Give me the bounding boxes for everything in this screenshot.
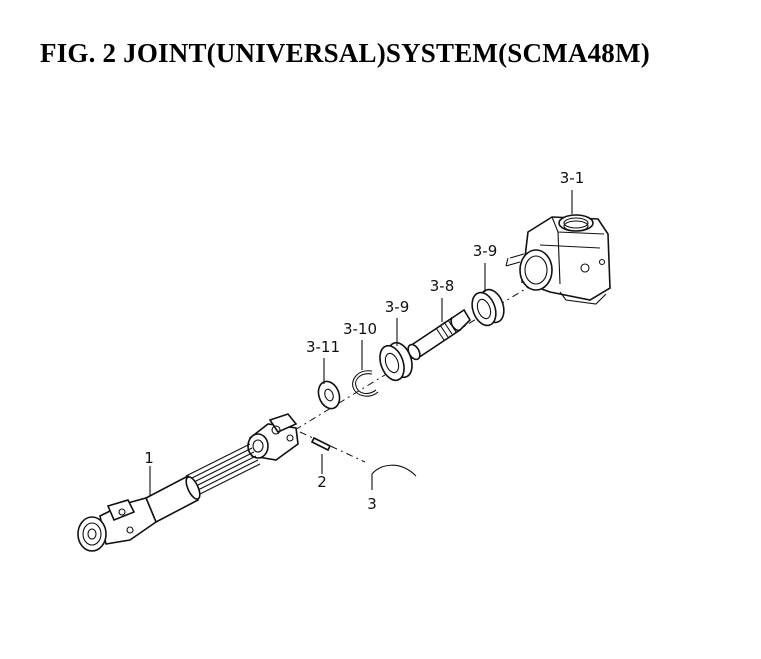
label-1: 1 bbox=[144, 449, 154, 467]
figure-title: FIG. 2 JOINT(UNIVERSAL)SYSTEM(SCMA48M) bbox=[40, 38, 650, 68]
pin-axis-line bbox=[299, 431, 366, 463]
label-3-10: 3-10 bbox=[343, 320, 377, 338]
label-3-9-right: 3-9 bbox=[473, 242, 498, 260]
bearing-right-part bbox=[471, 288, 505, 327]
gear-housing-part bbox=[505, 214, 611, 305]
label-2: 2 bbox=[317, 473, 327, 491]
shaft-part bbox=[407, 308, 472, 361]
washer-part bbox=[317, 380, 341, 410]
universal-joint-part bbox=[77, 413, 299, 552]
label-3: 3 bbox=[367, 495, 377, 513]
bearing-left-part bbox=[379, 341, 413, 382]
label-3-9-left: 3-9 bbox=[385, 298, 410, 316]
leader-lines bbox=[149, 190, 573, 496]
label-3-1: 3-1 bbox=[560, 169, 585, 187]
label-3-8: 3-8 bbox=[430, 277, 455, 295]
snap-ring-part bbox=[352, 370, 379, 397]
label-3-11: 3-11 bbox=[306, 338, 340, 356]
pin-part bbox=[310, 436, 332, 452]
